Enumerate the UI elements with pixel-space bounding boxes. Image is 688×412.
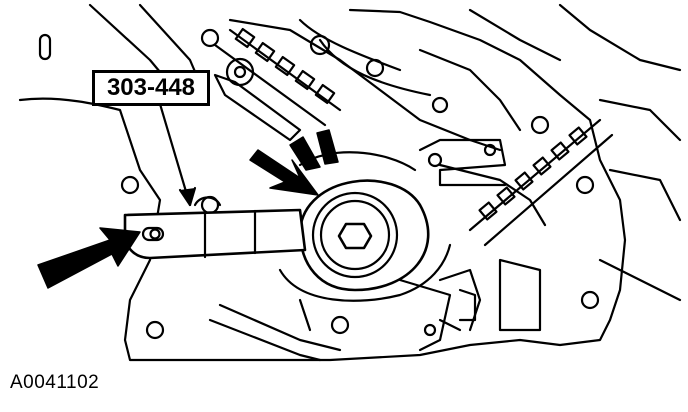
arrow-tool-lock	[37, 227, 141, 289]
crankshaft-sprocket	[278, 151, 452, 302]
engine-block-outline	[18, 8, 627, 362]
holding-tool	[123, 196, 307, 260]
arrow-sprocket	[249, 149, 319, 196]
bracket	[418, 138, 507, 187]
tool-number-callout: 303-448	[92, 70, 210, 106]
tool-number-label: 303-448	[106, 74, 196, 101]
dowel-slot	[38, 33, 52, 61]
callout-leader	[158, 102, 192, 207]
figure-id-label: A0041102	[10, 372, 100, 393]
timing-chain-right	[468, 118, 614, 247]
timing-chain-upper	[213, 27, 342, 127]
chain-guide	[213, 73, 302, 142]
mounting-holes	[120, 28, 600, 340]
